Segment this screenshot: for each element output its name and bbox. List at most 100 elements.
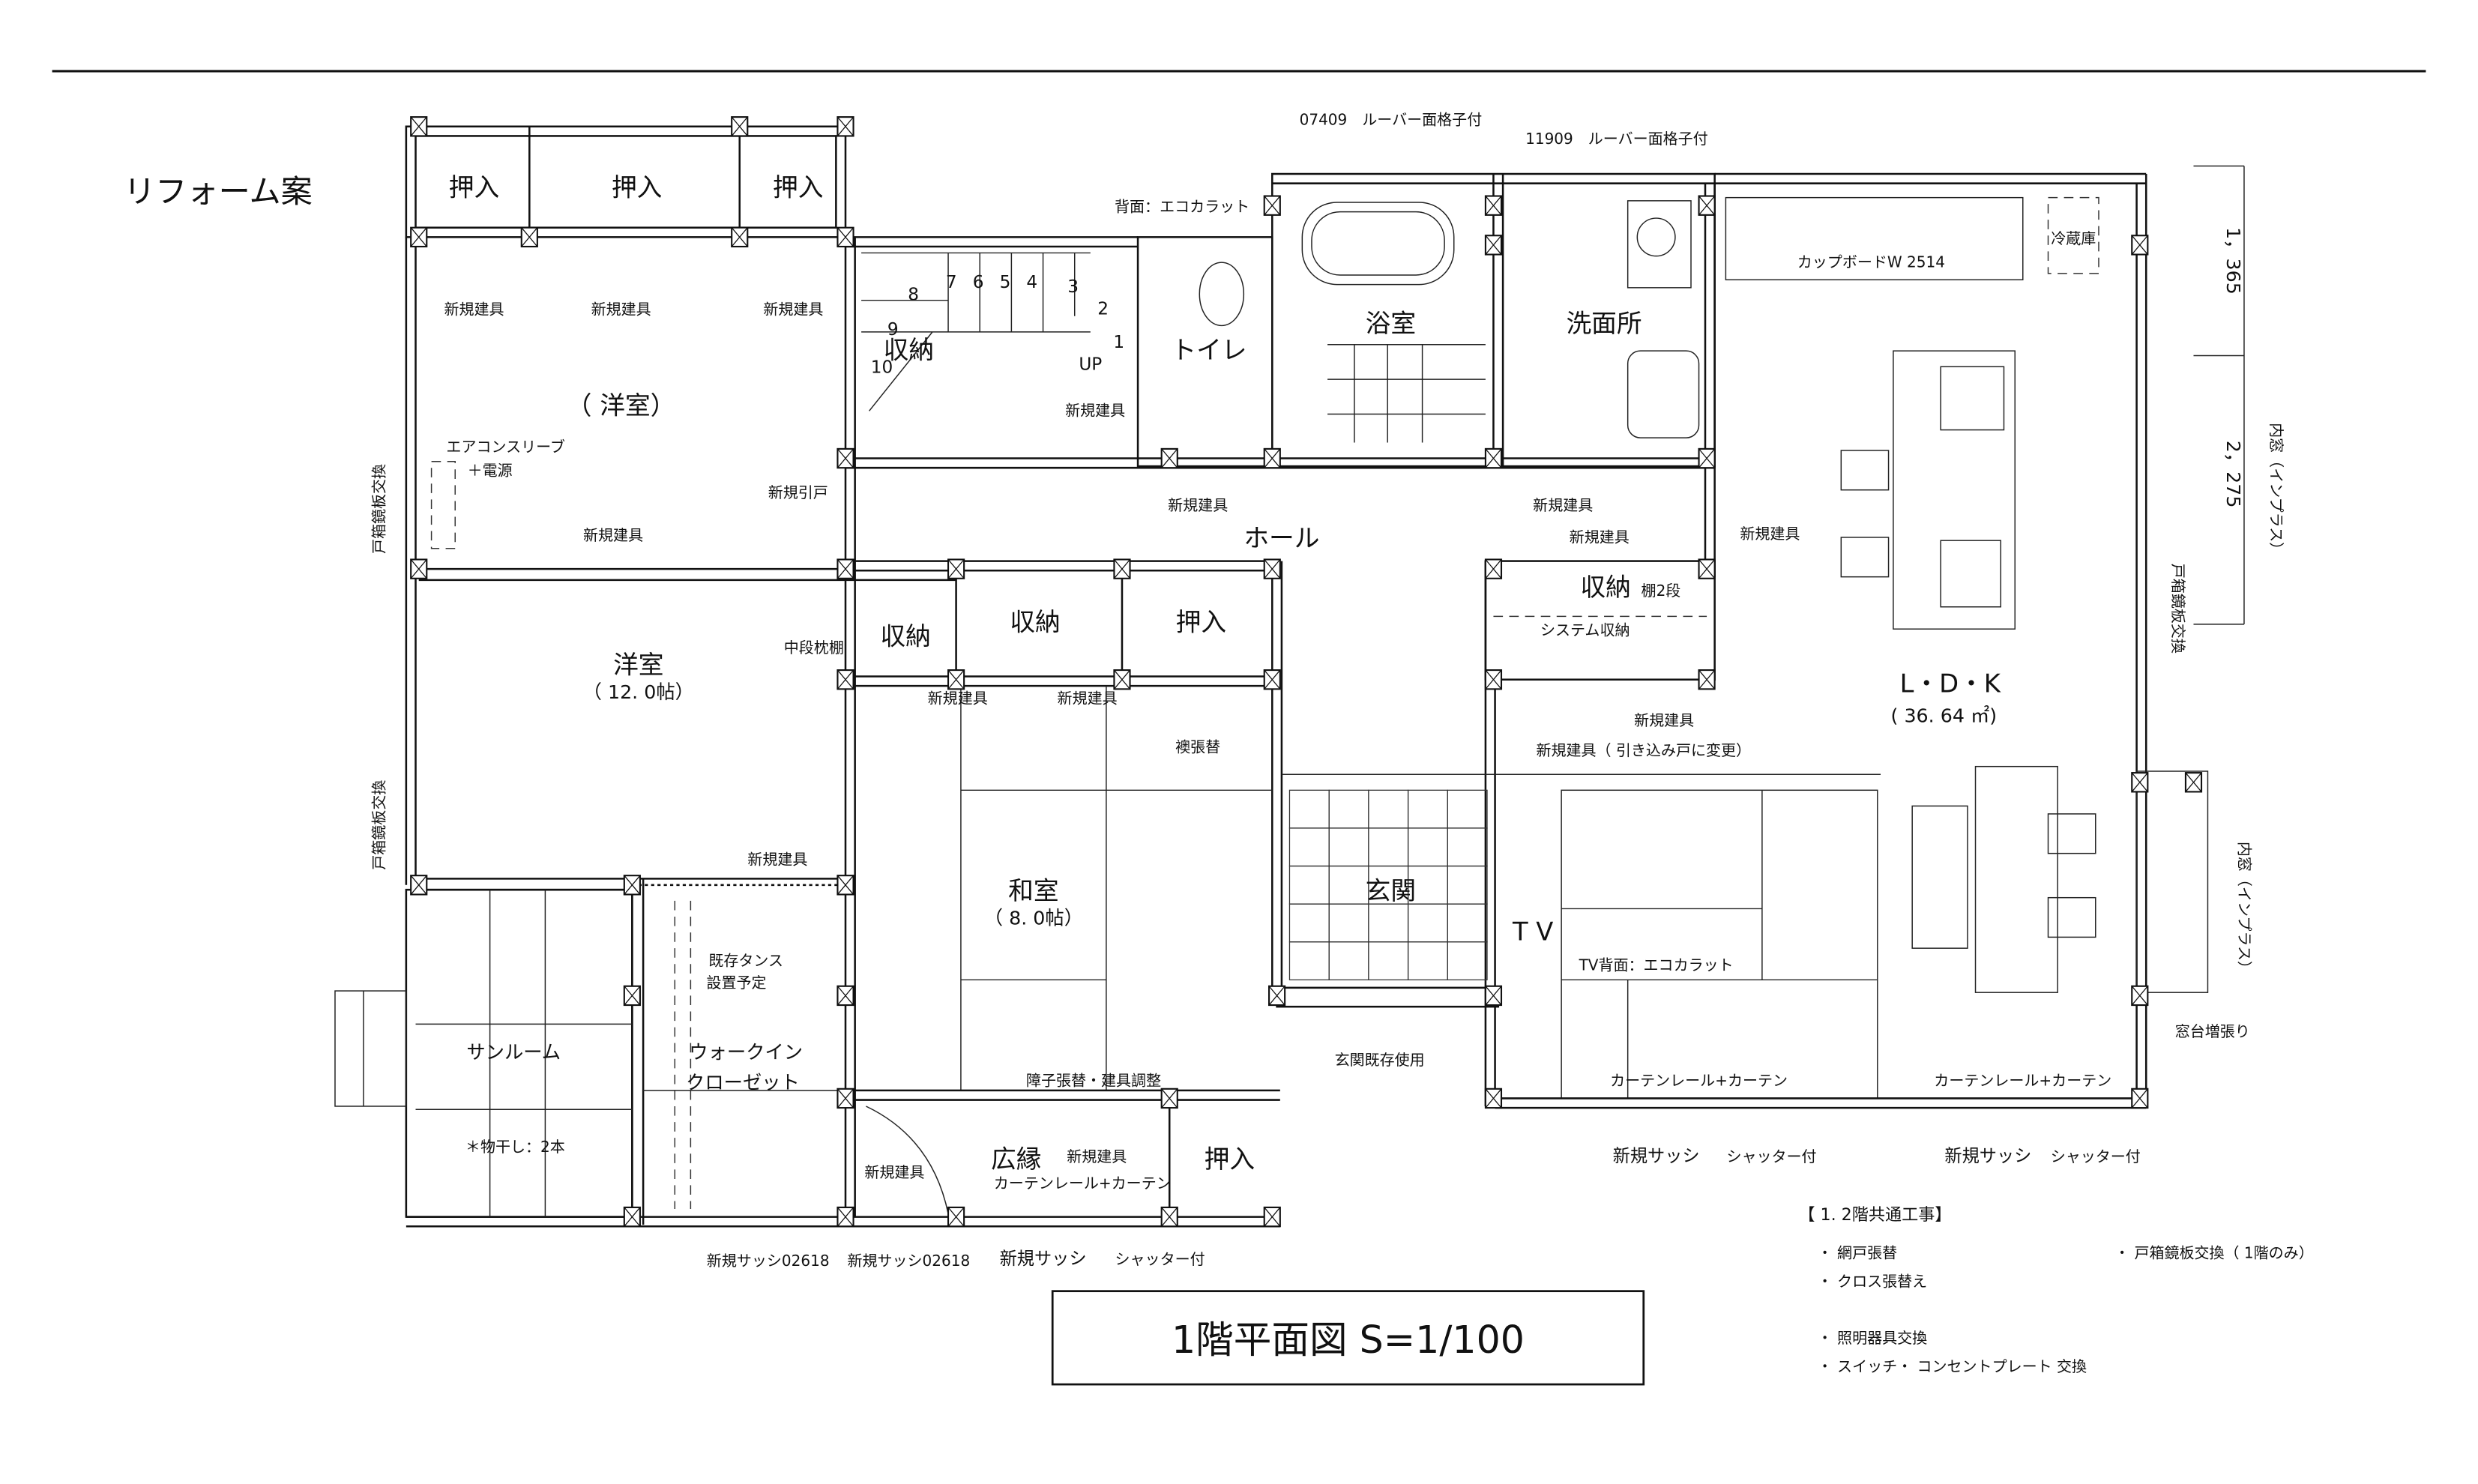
note-cupboard: カップボードW 2514 bbox=[1797, 253, 1945, 271]
floor-tile bbox=[1328, 941, 1369, 980]
toilet-fixture bbox=[1199, 262, 1245, 327]
note-curtain: カーテンレール+カーテン bbox=[1610, 1072, 1788, 1090]
room-japanese: 和室 bbox=[1008, 876, 1058, 905]
stair-step: 6 bbox=[973, 272, 984, 292]
stair-step: 2 bbox=[1097, 299, 1109, 319]
note-new-fitting: 新規建具 bbox=[444, 301, 504, 319]
note-shutter: シャッター付 bbox=[1115, 1250, 1205, 1268]
pillar-icon bbox=[410, 875, 428, 896]
stair-step: 3 bbox=[1067, 277, 1079, 297]
note-new-fitting-pocket: 新規建具（ 引き込み戸に変更） bbox=[1536, 741, 1751, 759]
stair-step: 1 bbox=[1113, 332, 1124, 352]
note-louver-1: 07409 ルーバー面格子付 bbox=[1300, 111, 1483, 129]
room-closet-3: 押入 bbox=[773, 173, 823, 202]
stair-step: 4 bbox=[1026, 272, 1037, 292]
pillar-icon bbox=[2184, 772, 2203, 793]
room-western-lower: 洋室 bbox=[613, 650, 663, 679]
floor-tile bbox=[1328, 789, 1369, 829]
note-door-box-left-1: 戸箱鏡板交換 bbox=[370, 464, 388, 554]
stove bbox=[1940, 366, 2005, 431]
note-fridge: 冷蔵庫 bbox=[2051, 229, 2096, 247]
note-laundry-pole: ＊物干し：2本 bbox=[465, 1138, 565, 1156]
common-work-item: ・ 照明器具交換 bbox=[1818, 1329, 1927, 1347]
pillar-icon bbox=[1484, 447, 1503, 469]
room-storage-hall: 収納 bbox=[1580, 573, 1630, 602]
common-work-title: 【 1. 2階共通工事】 bbox=[1798, 1205, 1951, 1225]
floor-tile bbox=[1368, 941, 1409, 980]
room-closet-2: 押入 bbox=[612, 173, 662, 202]
note-entrance-existing: 玄関既存使用 bbox=[1335, 1051, 1425, 1069]
note-new-fitting: 新規建具 bbox=[583, 526, 643, 544]
note-new-fitting: 新規建具 bbox=[1634, 711, 1694, 729]
room-storage-1: 収納 bbox=[880, 621, 930, 651]
note-shutter: シャッター付 bbox=[2051, 1147, 2141, 1165]
common-work-item: ・ クロス張替え bbox=[1818, 1272, 1927, 1290]
kitchen-island bbox=[1893, 350, 2016, 630]
note-new-fitting: 新規建具 bbox=[1058, 689, 1118, 707]
note-existing-chest-2: 設置予定 bbox=[706, 974, 766, 992]
floor-tile bbox=[1288, 789, 1330, 829]
pillar-icon bbox=[1484, 195, 1503, 216]
floor-tile bbox=[1368, 903, 1409, 943]
note-window-sill: 窓台増張り bbox=[2175, 1022, 2250, 1040]
note-new-sliding-door: 新規引戸 bbox=[768, 483, 828, 501]
pillar-icon bbox=[836, 875, 854, 896]
room-storage-stair: 収納 bbox=[884, 336, 934, 365]
entrance-tiles bbox=[1288, 789, 1488, 980]
stair-step: 5 bbox=[1000, 272, 1011, 292]
pillar-icon bbox=[947, 1206, 965, 1228]
pillar-icon bbox=[410, 116, 428, 137]
room-system-storage: システム収納 bbox=[1540, 621, 1630, 639]
stair-step: 10 bbox=[871, 358, 893, 378]
common-work-item: ・ 戸箱鏡板交換（ 1階のみ） bbox=[2114, 1243, 2314, 1261]
pillar-icon bbox=[2131, 1088, 2149, 1109]
room-walkin-closet-1: ウォークイン bbox=[689, 1042, 803, 1064]
note-middle-shelf: 中段枕棚 bbox=[784, 639, 844, 657]
floor-tile bbox=[1447, 827, 1488, 867]
pillar-icon bbox=[836, 1088, 854, 1109]
stair-up: UP bbox=[1079, 354, 1102, 374]
floor-tile bbox=[1288, 903, 1330, 943]
room-walkin-closet-2: クローゼット bbox=[686, 1072, 800, 1094]
pillar-icon bbox=[410, 226, 428, 248]
pillar-icon bbox=[1268, 985, 1286, 1007]
floor-tile bbox=[1447, 941, 1488, 980]
note-new-fitting: 新規建具 bbox=[1168, 496, 1228, 514]
room-closet-5: 押入 bbox=[1205, 1144, 1255, 1174]
note-aircon-sleeve: エアコンスリーブ bbox=[446, 438, 565, 456]
pillar-icon bbox=[623, 985, 641, 1007]
pillar-icon bbox=[1698, 558, 1716, 579]
pillar-icon bbox=[2131, 235, 2149, 256]
note-inner-window-1: 内窓（インプラス） bbox=[2267, 423, 2285, 557]
note-tv: T V bbox=[1512, 917, 1553, 947]
sink bbox=[1940, 540, 2001, 608]
note-new-fitting: 新規建具 bbox=[763, 301, 823, 319]
pillar-icon bbox=[836, 447, 854, 469]
pillar-icon bbox=[1484, 669, 1503, 690]
room-western-upper: （ 洋室） bbox=[567, 391, 676, 420]
pillar-icon bbox=[836, 558, 854, 579]
floor-tile bbox=[1328, 827, 1369, 867]
pillar-icon bbox=[1160, 447, 1178, 469]
room-washroom: 洗面所 bbox=[1566, 309, 1642, 338]
note-new-fitting: 新規建具 bbox=[1065, 402, 1125, 420]
drawing-title-box bbox=[1051, 1290, 1645, 1386]
pillar-icon bbox=[1698, 669, 1716, 690]
pillar-icon bbox=[947, 558, 965, 579]
pillar-icon bbox=[947, 669, 965, 690]
note-tv-back: TV背面：エコカラット bbox=[1579, 956, 1734, 974]
note-new-sash: 新規サッシ bbox=[1944, 1146, 2031, 1166]
note-shoji: 障子張替・建具調整 bbox=[1026, 1072, 1161, 1090]
bench bbox=[1911, 805, 1968, 949]
note-curtain: カーテンレール+カーテン bbox=[1934, 1072, 2111, 1090]
pillar-icon bbox=[836, 985, 854, 1007]
note-new-fitting: 新規建具 bbox=[1570, 528, 1630, 546]
pillar-icon bbox=[1160, 1088, 1178, 1109]
room-entrance: 玄関 bbox=[1366, 876, 1416, 905]
pillar-icon bbox=[1263, 558, 1281, 579]
room-ldk-area: ( 36. 64 ㎡) bbox=[1891, 705, 1998, 727]
drawing-title: 1階平面図 S=1/100 bbox=[1172, 1318, 1525, 1362]
pillar-icon bbox=[731, 116, 749, 137]
pillar-icon bbox=[1160, 1206, 1178, 1228]
